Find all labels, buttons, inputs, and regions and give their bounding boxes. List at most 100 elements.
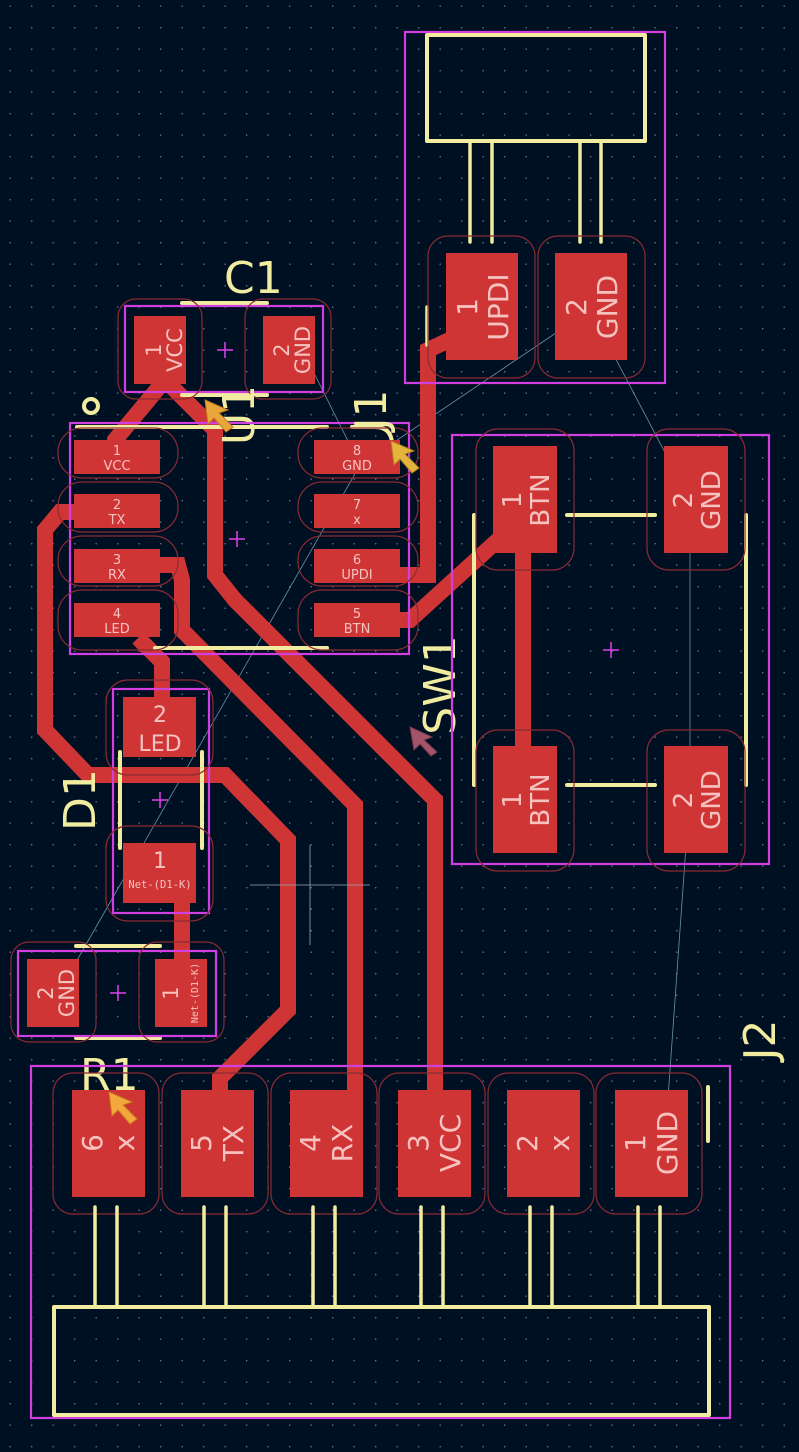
d1-pad-1[interactable] <box>123 843 196 903</box>
u1-pad-3[interactable] <box>74 549 160 583</box>
c1-pad-2-number: 2 <box>270 343 294 356</box>
c1-pad-2-net: GND <box>291 326 315 374</box>
u1-pad-6-number: 6 <box>353 553 361 568</box>
footprint-j1[interactable]: 1 UPDI 2 GND <box>403 30 667 385</box>
u1-reference: U1 <box>214 385 265 445</box>
j2-pad-3-number: 3 <box>402 1134 435 1152</box>
r1-pad-1[interactable] <box>155 959 207 1027</box>
r1-pad-clearance <box>138 941 225 1043</box>
u1-pad-6[interactable] <box>314 549 400 583</box>
j1-reference: J1 <box>346 390 397 434</box>
j1-pad-2-number: 2 <box>560 298 593 316</box>
j1-courtyard <box>403 30 667 385</box>
c1-courtyard <box>123 304 325 394</box>
d1-pad-2-net: LED <box>138 732 181 757</box>
j2-pad-clearance <box>378 1072 486 1215</box>
u1-pad-1[interactable] <box>74 440 160 474</box>
j2-pad-1[interactable] <box>615 1090 688 1197</box>
u1-pad-clearance <box>297 427 419 479</box>
u1-pad-4[interactable] <box>74 603 160 637</box>
footprint-d1[interactable]: D1 2 LED 1 Net-(D1-K) <box>55 679 214 922</box>
j2-pad-6-net: x <box>108 1135 141 1152</box>
d1-pad-2-number: 2 <box>153 703 167 728</box>
j2-pad-6-number: 6 <box>76 1134 109 1152</box>
footprint-r1[interactable]: 2 GND 1 Net-(D1-K) R1 <box>10 941 225 1101</box>
sw1-pad-1a-number: 1 <box>498 492 528 509</box>
r1-pad-2[interactable] <box>27 959 79 1027</box>
u1-pad-clearance <box>57 481 179 533</box>
u1-pad-8[interactable] <box>314 440 400 474</box>
u1-pad-clearance <box>297 481 419 533</box>
sw1-pad-1b-number: 1 <box>498 792 528 809</box>
r1-pad-1-number: 1 <box>159 986 183 999</box>
sw1-pad-clearance <box>646 428 746 571</box>
j2-pad-4-net: RX <box>326 1124 359 1163</box>
c1-pad-clearance <box>117 298 203 400</box>
r1-pad-1-net: Net-(D1-K) <box>190 963 201 1023</box>
r1-pad-2-net: GND <box>55 969 79 1017</box>
j1-pad-2-net: GND <box>591 275 624 339</box>
cursor-arrow-icon <box>390 440 420 474</box>
d1-reference: D1 <box>55 769 106 831</box>
j2-pad-clearance <box>595 1072 703 1215</box>
c1-pad-clearance <box>244 298 332 400</box>
footprint-c1[interactable]: C1 1 VCC 2 GND <box>117 253 332 400</box>
u1-pad-3-number: 3 <box>113 553 121 568</box>
u1-pad-7-number: 7 <box>353 498 361 513</box>
j2-pad-6[interactable] <box>72 1090 145 1197</box>
d1-pad-2[interactable] <box>123 697 196 757</box>
u1-pad-1-number: 1 <box>113 444 121 459</box>
sw1-pad-2b-net: GND <box>697 770 727 830</box>
u1-pad-clearance <box>57 589 179 651</box>
sw1-pad-2a[interactable] <box>664 446 728 553</box>
cursor-arrow-icon <box>108 1091 138 1125</box>
sw1-pad-clearance <box>475 729 575 872</box>
u1-pad-clearance <box>57 427 179 479</box>
sw1-pad-2b-number: 2 <box>669 792 699 809</box>
c1-pad-1-net: VCC <box>163 328 187 372</box>
trace-rx <box>112 557 363 1100</box>
c1-pad-1[interactable] <box>134 316 186 384</box>
sw1-pad-1b[interactable] <box>493 746 557 853</box>
c1-pad-2[interactable] <box>263 316 315 384</box>
r1-pad-clearance <box>10 941 97 1043</box>
j2-pad-5-net: TX <box>217 1125 250 1162</box>
sw1-pad-2a-net: GND <box>697 470 727 530</box>
j2-pad-5[interactable] <box>181 1090 254 1197</box>
j2-pad-2-number: 2 <box>511 1134 544 1152</box>
sw1-pad-1a[interactable] <box>493 446 557 553</box>
sw1-pad-1b-net: BTN <box>526 773 556 826</box>
u1-pad-clearance <box>297 589 419 651</box>
footprint-u1[interactable]: U1 1 VCC 2 TX 3 RX 4 LED 8 <box>57 385 419 656</box>
sw1-pad-2a-number: 2 <box>669 492 699 509</box>
u1-pad-4-number: 4 <box>113 607 121 622</box>
j2-pad-3[interactable] <box>398 1090 471 1197</box>
u1-pad-7[interactable] <box>314 494 400 528</box>
r1-pad-2-number: 2 <box>34 986 58 999</box>
j2-pad-4[interactable] <box>290 1090 363 1197</box>
sw1-pad-2b[interactable] <box>664 746 728 853</box>
u1-pad-8-net: GND <box>342 459 372 474</box>
markers <box>108 399 438 1125</box>
j1-pad-1[interactable] <box>446 253 518 360</box>
u1-pad-7-net: x <box>353 513 361 528</box>
j2-body-outline <box>52 1305 711 1417</box>
j1-pad-clearance <box>427 235 536 379</box>
cursor-arrow-icon <box>409 726 438 757</box>
j1-pad-2[interactable] <box>555 253 627 360</box>
u1-pad-3-net: RX <box>108 568 126 583</box>
u1-pad-clearance <box>297 535 419 587</box>
j2-pad-5-number: 5 <box>185 1134 218 1152</box>
j2-pad-2[interactable] <box>507 1090 580 1197</box>
u1-pad-5[interactable] <box>314 603 400 637</box>
u1-pad-2[interactable] <box>74 494 160 528</box>
footprint-sw1[interactable]: SW1 1 BTN 2 GND 1 BTN 2 GND <box>415 428 771 872</box>
u1-pad-1-net: VCC <box>103 459 130 474</box>
sw1-pad-1a-net: BTN <box>526 473 556 526</box>
c1-reference: C1 <box>224 253 283 304</box>
j1-body-outline <box>425 33 647 143</box>
j1-pad-clearance <box>537 235 646 379</box>
